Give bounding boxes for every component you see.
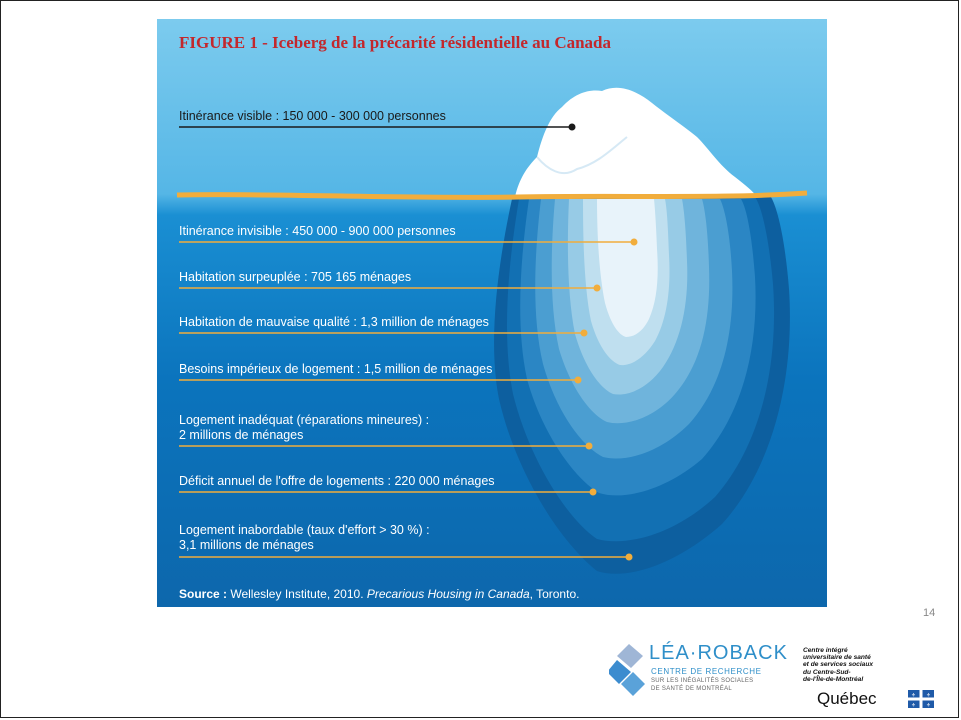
ciusss-line: Centre intégré bbox=[803, 647, 848, 654]
lea-roback-logo: LÉA·ROBACK CENTRE DE RECHERCHE SUR LES I… bbox=[607, 642, 787, 702]
label-logement-inabordable-line2: 3,1 millions de ménages bbox=[179, 538, 314, 552]
iceberg-figure: FIGURE 1 - Iceberg de la précarité résid… bbox=[157, 19, 827, 607]
iceberg-tip bbox=[515, 87, 757, 197]
label-logement-inabordable: Logement inabordable (taux d'effort > 30… bbox=[179, 523, 430, 553]
figure-title: FIGURE 1 - Iceberg de la précarité résid… bbox=[179, 33, 612, 52]
label-habitation-surpeuplee: Habitation surpeuplée : 705 165 ménages bbox=[179, 270, 412, 284]
ciusss-line: du Centre-Sud- bbox=[803, 668, 851, 676]
leader-dot-inabordable bbox=[625, 553, 633, 561]
label-logement-inadequat-line2: 2 millions de ménages bbox=[179, 428, 304, 442]
label-deficit-annuel: Déficit annuel de l'offre de logements :… bbox=[179, 474, 495, 488]
label-logement-inadequat-line1: Logement inadéquat (réparations mineures… bbox=[179, 413, 430, 427]
lea-roback-subtitle-2: SUR LES INÉGALITÉS SOCIALES bbox=[651, 678, 754, 684]
leader-dot-surpeuplee bbox=[593, 284, 601, 292]
quebec-wordmark: Québec bbox=[817, 689, 877, 708]
leader-dot-mauvaise-qualite bbox=[580, 329, 588, 337]
label-besoins-imperieux: Besoins impérieux de logement : 1,5 mill… bbox=[179, 362, 493, 376]
lea-roback-mark-icon bbox=[607, 644, 645, 696]
source-title: Precarious Housing in Canada bbox=[366, 587, 530, 601]
lea-roback-name: LÉA·ROBACK bbox=[649, 642, 788, 664]
label-itinerance-visible: Itinérance visible : 150 000 - 300 000 p… bbox=[179, 109, 446, 123]
iceberg-illustration bbox=[176, 87, 808, 574]
label-itinerance-invisible: Itinérance invisible : 450 000 - 900 000… bbox=[179, 224, 456, 238]
iceberg-layer-1 bbox=[597, 199, 658, 337]
leader-dot-visible bbox=[568, 123, 576, 131]
waterline bbox=[176, 190, 808, 200]
lea-roback-subtitle: CENTRE DE RECHERCHE bbox=[651, 667, 762, 676]
svg-text:⚜: ⚜ bbox=[926, 703, 930, 709]
svg-text:⚜: ⚜ bbox=[926, 692, 930, 698]
label-mauvaise-qualite: Habitation de mauvaise qualité : 1,3 mil… bbox=[179, 315, 489, 329]
ciusss-line: et de services sociaux bbox=[803, 661, 874, 669]
quebec-flag-icon: ⚜ ⚜ ⚜ ⚜ bbox=[908, 690, 934, 708]
source-citation: Source : Wellesley Institute, 2010. Prec… bbox=[179, 587, 579, 601]
source-text1: Wellesley Institute, 2010. bbox=[227, 587, 367, 601]
svg-text:⚜: ⚜ bbox=[911, 692, 915, 698]
ciusss-line: universitaire de santé bbox=[803, 654, 871, 662]
ciusss-logo-text: Centre intégré universitaire de santé et… bbox=[803, 647, 923, 683]
svg-text:⚜: ⚜ bbox=[911, 703, 915, 709]
leader-dot-deficit bbox=[589, 488, 597, 496]
leader-dot-invisible bbox=[630, 238, 638, 246]
page-number: 14 bbox=[923, 607, 936, 619]
source-prefix: Source : bbox=[179, 587, 228, 601]
lea-roback-subtitle-3: DE SANTÉ DE MONTRÉAL bbox=[651, 686, 733, 692]
leader-dot-besoins bbox=[574, 376, 582, 384]
source-text2: , Toronto. bbox=[529, 587, 580, 601]
leader-dot-inadequat bbox=[585, 442, 593, 450]
label-logement-inadequat: Logement inadéquat (réparations mineures… bbox=[179, 413, 429, 443]
label-logement-inabordable-line1: Logement inabordable (taux d'effort > 30… bbox=[179, 523, 430, 537]
ciusss-line: de-l'Île-de-Montréal bbox=[803, 675, 864, 683]
